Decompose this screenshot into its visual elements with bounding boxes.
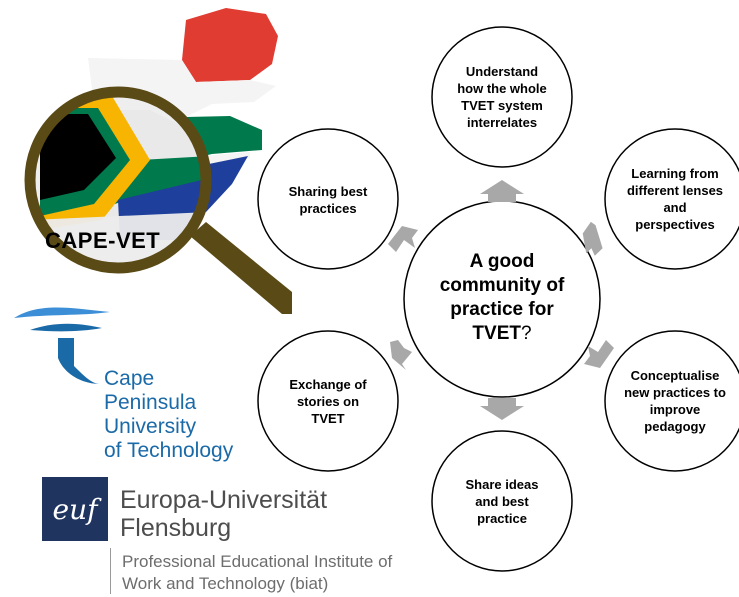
cput-wave-top bbox=[14, 307, 110, 318]
euf-sub-line-2: Work and Technology (biat) bbox=[122, 574, 329, 593]
arrow-upper-right bbox=[582, 221, 603, 256]
cput-name-line-1: Cape bbox=[104, 367, 155, 390]
center-question: A good community of practice for TVET? bbox=[412, 248, 592, 348]
cput-wave-mid bbox=[30, 323, 102, 332]
node-circle-bottom bbox=[431, 430, 573, 572]
arrow-lower-right bbox=[584, 340, 614, 368]
cput-shield bbox=[58, 338, 100, 384]
capevet-logo-graphic bbox=[24, 8, 292, 314]
node-circle-top bbox=[431, 26, 573, 168]
node-circle-right-top bbox=[604, 128, 739, 270]
center-line-3: practice for bbox=[450, 299, 554, 320]
euf-badge: euf bbox=[42, 477, 108, 541]
node-circle-left-top bbox=[257, 128, 399, 270]
magnifier-rim bbox=[24, 86, 212, 274]
cput-name-line-3: University bbox=[104, 415, 197, 438]
center-line-4: TVET? bbox=[472, 322, 531, 346]
magnifier-handle bbox=[190, 222, 292, 314]
arrow-lower-left bbox=[390, 340, 412, 370]
node-text-bottom: Share ideas and best practice bbox=[465, 476, 539, 526]
node-circle-left-bottom bbox=[257, 330, 399, 472]
flag-red-region bbox=[182, 8, 278, 82]
node-text-left-bottom: Exchange of stories on TVET bbox=[289, 376, 367, 426]
node-circle-right-bottom bbox=[604, 330, 739, 472]
node-text-right-bottom: Conceptualise new practices to improve p… bbox=[624, 368, 726, 434]
arrow-upper-left bbox=[388, 226, 418, 252]
center-line-2: community of bbox=[439, 275, 565, 296]
lens-black-wedge bbox=[40, 114, 116, 200]
node-text-right-top: Learning from different lenses and persp… bbox=[626, 166, 724, 232]
euf-name-line-1: Europa-Universität bbox=[120, 486, 328, 514]
cput-logo-mark bbox=[14, 307, 110, 384]
center-line-1: A good bbox=[469, 251, 535, 272]
euf-badge-text: euf bbox=[52, 492, 98, 526]
node-text-top: Understand how the whole TVET system int… bbox=[457, 64, 547, 130]
arrow-down bbox=[480, 398, 524, 420]
cput-name-line-4: of Technology bbox=[104, 439, 234, 462]
node-text-left-top: Sharing best practices bbox=[288, 184, 368, 216]
arrow-up bbox=[480, 180, 524, 202]
euf-divider bbox=[110, 548, 111, 594]
cput-name-line-2: Peninsula bbox=[104, 391, 197, 414]
euf-sub-line-1: Professional Educational Institute of bbox=[122, 552, 393, 571]
euf-name-line-2: Flensburg bbox=[120, 514, 232, 542]
capevet-label: CAPE-VET bbox=[45, 228, 161, 253]
center-question-mark: ? bbox=[520, 323, 532, 344]
center-line-4-main: TVET bbox=[472, 323, 521, 344]
